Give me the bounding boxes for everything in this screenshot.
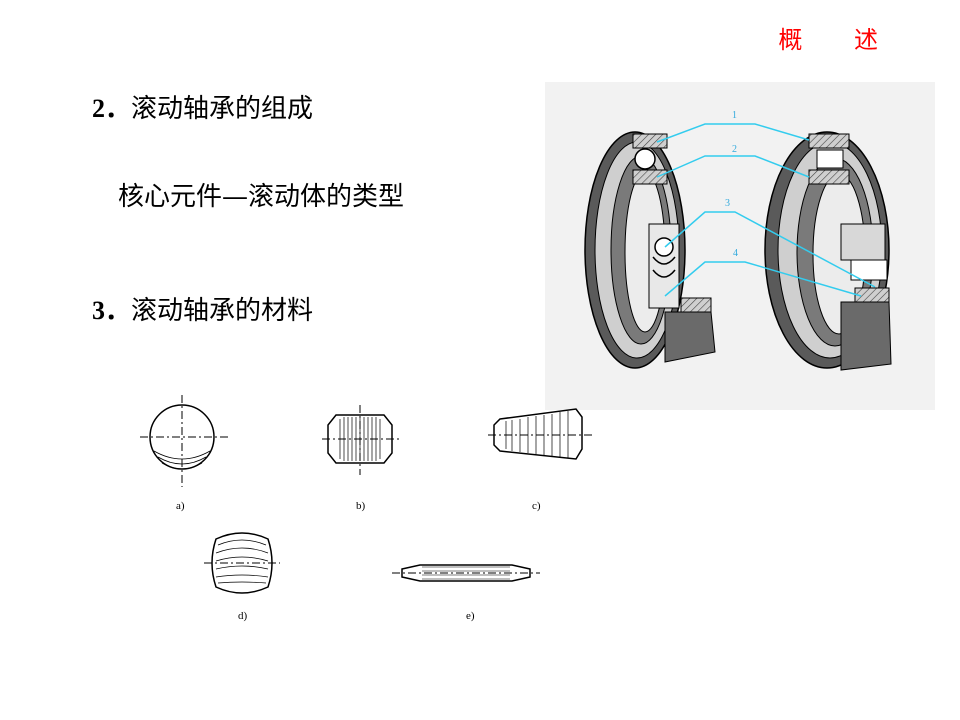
caption-c: c): [532, 500, 541, 512]
caption-b: b): [356, 500, 366, 512]
item-2-heading: 2．滚动轴承的组成: [92, 88, 313, 125]
callout-2: 2: [732, 144, 737, 155]
item-3-heading: 3．滚动轴承的材料: [92, 290, 313, 327]
item-3-text: 滚动轴承的材料: [131, 296, 314, 326]
item-2-number: 2．: [92, 94, 132, 123]
tapered-roller-drawing: [488, 408, 592, 460]
rolling-element-subheading: 核心元件—滚动体的类型: [118, 182, 405, 212]
caption-a: a): [176, 500, 185, 512]
section-title: 概 述: [778, 26, 900, 54]
caption-d: d): [238, 610, 248, 622]
ball-icon: [634, 148, 656, 170]
ball-element-drawing: [140, 395, 230, 487]
callout-4: 4: [733, 248, 738, 259]
left-bearing: [584, 131, 716, 369]
caption-e: e): [466, 610, 475, 622]
rolling-element-types-figure: a) b) c) d) e): [140, 395, 592, 622]
cylindrical-roller-drawing: [322, 405, 402, 475]
needle-roller-drawing: [392, 564, 540, 582]
callout-1: 1: [732, 110, 737, 121]
item-2-text: 滚动轴承的组成: [131, 94, 314, 124]
callout-leaders: [656, 123, 876, 297]
bearing-assembly-figure: 1 2 3 4: [545, 82, 935, 410]
item-3-number: 3．: [92, 296, 132, 325]
spherical-roller-drawing: [204, 532, 280, 594]
callout-3: 3: [725, 198, 730, 209]
